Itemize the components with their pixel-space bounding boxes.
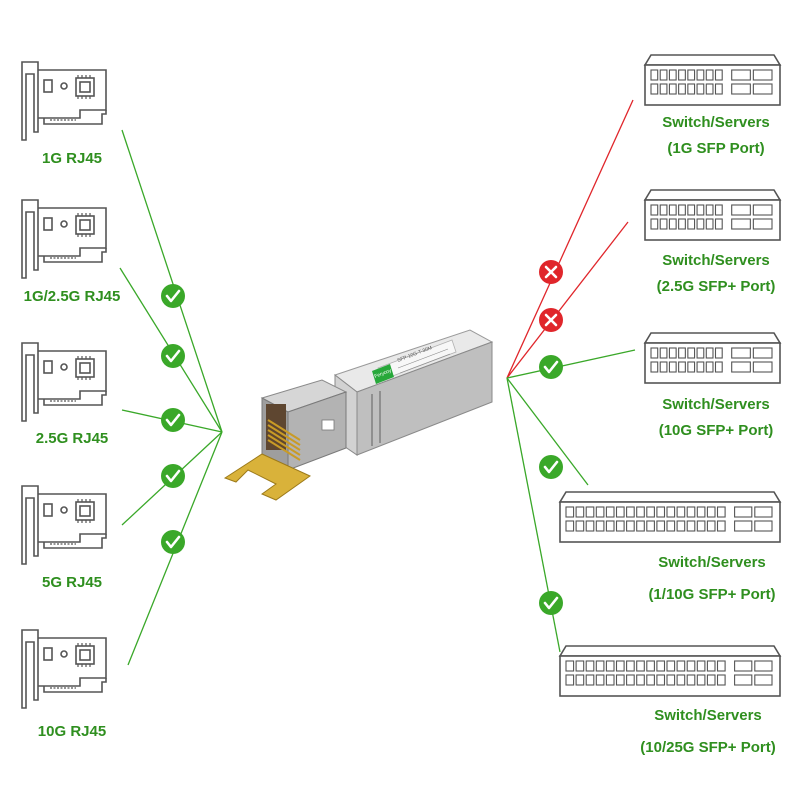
switch-label-line1: Switch/Servers <box>658 554 766 571</box>
check-icon <box>539 355 563 379</box>
nic-label: 5G RJ45 <box>41 574 103 591</box>
switch-label: Switch/Servers (1G SFP Port) <box>662 110 770 162</box>
nic-label: 10G RJ45 <box>37 723 107 740</box>
network-switch-icon <box>643 332 782 384</box>
switch-label: Switch/Servers (10G SFP+ Port) <box>659 392 774 444</box>
switch-label: Switch/Servers (10/25G SFP+ Port) <box>640 703 775 761</box>
network-card-icon <box>21 629 107 709</box>
network-card-icon <box>21 485 107 565</box>
switch-label-line1: Switch/Servers <box>654 707 762 724</box>
nic-connection-line <box>121 129 223 433</box>
network-switch-icon <box>643 189 782 241</box>
switch-connection-line <box>506 377 589 486</box>
check-icon <box>161 530 185 554</box>
switches <box>558 54 782 697</box>
sfp-module-icon: Ferycoy SFP-10G-T-30M <box>223 329 494 501</box>
network-switch-icon <box>558 645 782 697</box>
nic-label: 1G/2.5G RJ45 <box>23 288 121 305</box>
network-switch-icon <box>643 54 782 106</box>
switch-label-line2: (10G SFP+ Port) <box>658 422 774 439</box>
cross-icon <box>539 308 563 332</box>
network-switch-icon <box>558 491 782 543</box>
check-icon <box>161 464 185 488</box>
switch-label: Switch/Servers (2.5G SFP+ Port) <box>657 248 776 300</box>
switch-connection-line <box>506 221 629 379</box>
status-badges <box>161 260 563 615</box>
network-card-icon <box>21 342 107 422</box>
cross-icon <box>539 260 563 284</box>
network-card-icon <box>21 199 107 279</box>
switch-label-line1: Switch/Servers <box>662 396 770 413</box>
switch-label-line2: (2.5G SFP+ Port) <box>656 278 776 295</box>
nic-label: 2.5G RJ45 <box>35 430 109 447</box>
check-icon <box>161 344 185 368</box>
switch-label-line2: (1/10G SFP+ Port) <box>648 586 776 603</box>
check-icon <box>539 455 563 479</box>
check-icon <box>161 408 185 432</box>
check-icon <box>539 591 563 615</box>
switch-label-line1: Switch/Servers <box>662 114 770 131</box>
nic-cards <box>21 61 107 709</box>
network-card-icon <box>21 61 107 141</box>
switch-label-line2: (1G SFP Port) <box>667 140 765 157</box>
switch-label: Switch/Servers (1/10G SFP+ Port) <box>648 550 775 608</box>
nic-label: 1G RJ45 <box>41 150 103 167</box>
switch-connection-line <box>506 99 634 379</box>
check-icon <box>161 284 185 308</box>
switch-label-line2: (10/25G SFP+ Port) <box>640 739 776 756</box>
switch-label-line1: Switch/Servers <box>662 252 770 269</box>
switch-connection-line <box>506 349 636 379</box>
